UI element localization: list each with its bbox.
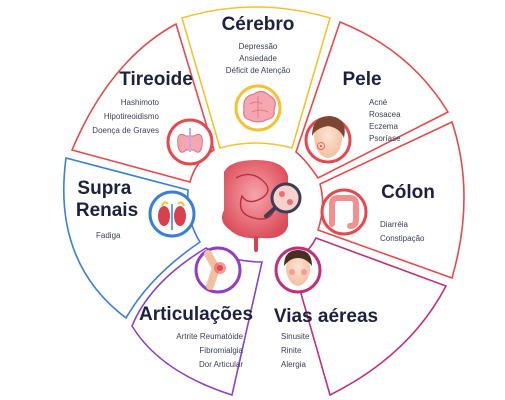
segment-title-cerebro: Cérebro bbox=[222, 14, 295, 35]
knee-joint-icon bbox=[194, 246, 242, 294]
segment-item: Dor Articular bbox=[199, 360, 243, 369]
segment-title-pele: Pele bbox=[342, 69, 381, 90]
segment-outline-vias bbox=[291, 237, 448, 397]
face-skin-icon bbox=[304, 116, 352, 164]
segment-item: Fibromialgia bbox=[199, 346, 243, 355]
segment-item: Eczema bbox=[369, 122, 398, 131]
segment-item: Sinusite bbox=[281, 332, 310, 341]
segment-item: Fadiga bbox=[96, 231, 121, 240]
segment-item: Hashimoto bbox=[121, 98, 160, 107]
segment-tireoide: Tireoide Hashimoto Hipotireoidismo Doenç… bbox=[92, 69, 214, 166]
segment-item: Psoríase bbox=[369, 134, 401, 143]
segment-item: Hipotireoidismo bbox=[104, 112, 160, 121]
segment-title-articulacoes: Articulações bbox=[139, 304, 253, 325]
segment-outline-colon bbox=[317, 120, 465, 280]
segment-item: Déficit de Atenção bbox=[226, 66, 291, 75]
segment-cerebro: Cérebro Depressão Ansiedade Déficit de A… bbox=[222, 14, 295, 132]
sinus-face-icon bbox=[274, 246, 322, 294]
segment-outline-cerebro bbox=[181, 6, 331, 149]
adrenal-kidney-icon bbox=[148, 190, 196, 238]
segment-item: Doença de Graves bbox=[92, 126, 159, 135]
segment-item: Diarréia bbox=[380, 220, 409, 229]
segment-title-tireoide: Tireoide bbox=[119, 69, 193, 90]
segment-title-supra-line-1: Supra bbox=[77, 178, 131, 199]
segment-item: Alergia bbox=[281, 360, 306, 369]
segment-item: Rosacea bbox=[369, 110, 401, 119]
segment-vias: Vias aéreas Sinusite Rinite Alergia bbox=[274, 246, 378, 369]
segment-title-supra: Supra Renais bbox=[76, 178, 138, 221]
segment-title-vias: Vias aéreas bbox=[274, 306, 378, 327]
colon-icon bbox=[320, 188, 368, 236]
brain-icon bbox=[234, 84, 282, 132]
segment-item: Depressão bbox=[239, 42, 278, 51]
segment-colon: Cólon Diarréia Constipação bbox=[320, 182, 435, 243]
segment-supra: Supra Renais Fadiga bbox=[76, 178, 196, 240]
segment-articulacoes: Articulações Artrite Reumatóide Fibromia… bbox=[139, 246, 253, 369]
segment-item: Acné bbox=[369, 98, 388, 107]
segment-item: Artrite Reumatóide bbox=[176, 332, 243, 341]
segment-title-supra-line-2: Renais bbox=[76, 200, 138, 221]
segment-item: Rinite bbox=[281, 346, 302, 355]
segment-pele: Pele Acné Rosacea Eczema Psoríase bbox=[304, 69, 401, 164]
segment-title-colon: Cólon bbox=[381, 182, 435, 203]
magnifier-icon bbox=[264, 182, 302, 218]
segment-item: Constipação bbox=[380, 234, 425, 243]
intestine-icon bbox=[222, 160, 288, 252]
thyroid-icon bbox=[166, 118, 214, 166]
segment-item: Ansiedade bbox=[239, 54, 277, 63]
